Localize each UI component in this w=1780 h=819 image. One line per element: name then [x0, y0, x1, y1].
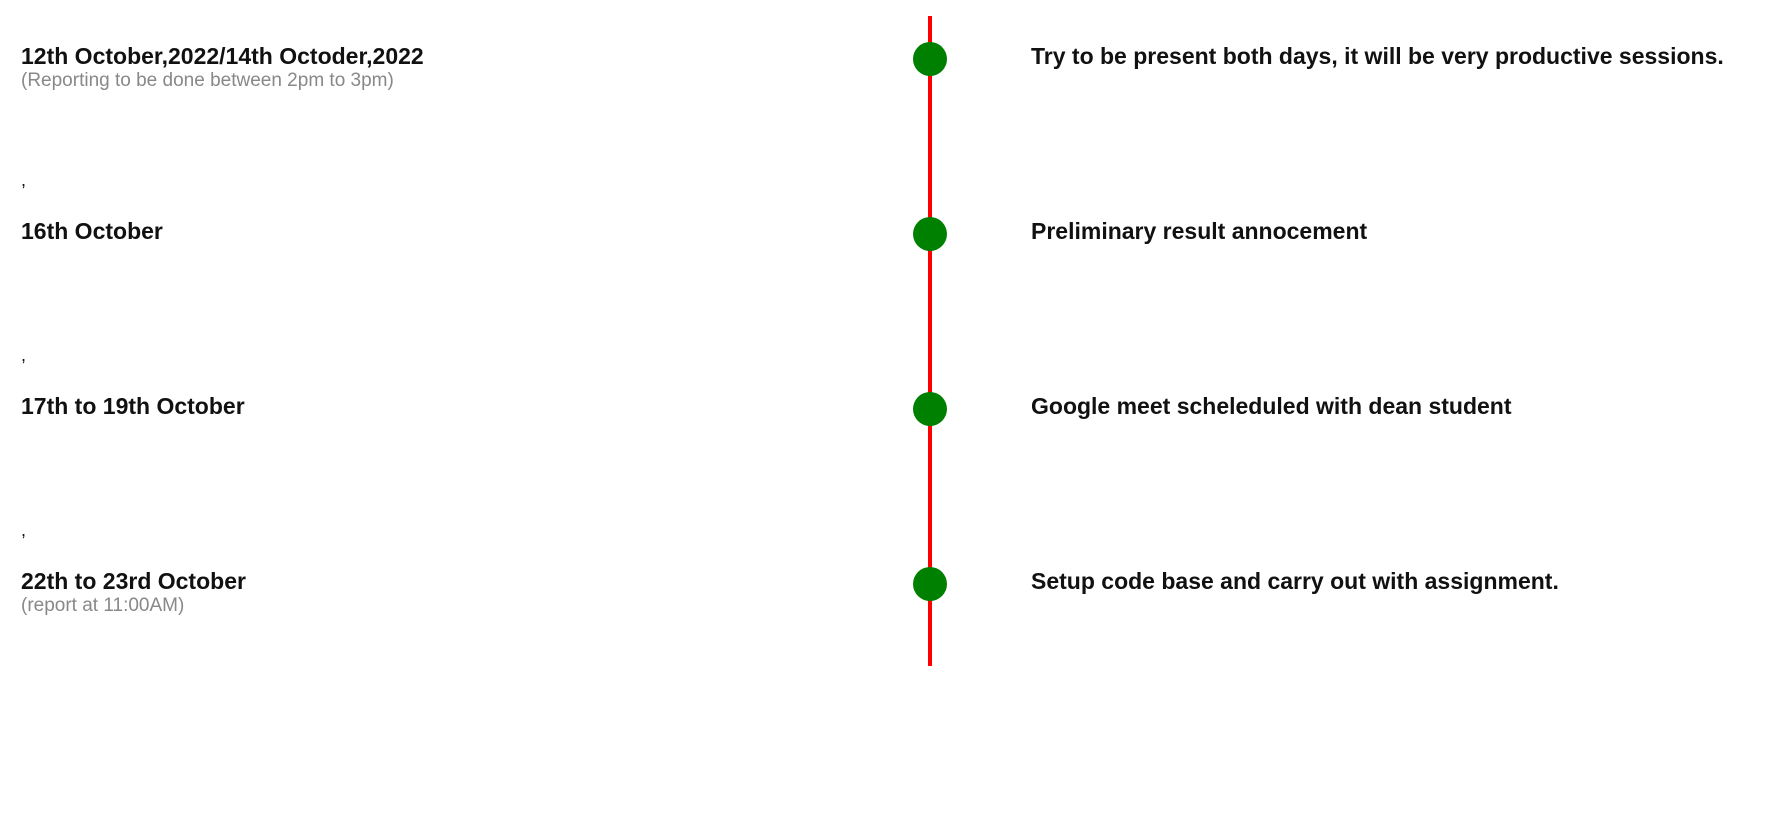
- entry-date: 12th October,2022/14th Octoder,2022: [21, 43, 424, 69]
- entry-date-block: 16th October: [21, 217, 881, 245]
- entry-date: 17th to 19th October: [21, 393, 245, 419]
- entry-separator: ,: [21, 520, 27, 540]
- entry-description: Google meet scheleduled with dean studen…: [1031, 393, 1512, 419]
- entry-date-block: 12th October,2022/14th Octoder,2022 (Rep…: [21, 42, 881, 92]
- timeline-line: [928, 16, 932, 666]
- entry-note: (Reporting to be done between 2pm to 3pm…: [21, 70, 394, 91]
- entry-separator: ,: [21, 345, 27, 365]
- timeline-entry: 17th to 19th October Google meet scheled…: [0, 392, 1780, 567]
- entry-separator: ,: [21, 170, 27, 190]
- entry-date-block: 22th to 23rd October (report at 11:00AM): [21, 567, 881, 617]
- timeline-dot: [913, 217, 947, 251]
- timeline-dot: [913, 567, 947, 601]
- entry-description: Try to be present both days, it will be …: [1031, 43, 1724, 69]
- entry-date: 22th to 23rd October: [21, 568, 246, 594]
- timeline-dot: [913, 392, 947, 426]
- timeline-entry: 16th October Preliminary result annoceme…: [0, 217, 1780, 392]
- entry-description: Setup code base and carry out with assig…: [1031, 568, 1559, 594]
- entry-note: (report at 11:00AM): [21, 595, 185, 616]
- entry-date-block: 17th to 19th October: [21, 392, 881, 420]
- timeline-dot: [913, 42, 947, 76]
- timeline-entry: 12th October,2022/14th Octoder,2022 (Rep…: [0, 42, 1780, 217]
- entry-date: 16th October: [21, 218, 163, 244]
- entry-description: Preliminary result annocement: [1031, 218, 1368, 244]
- timeline-entry: 22th to 23rd October (report at 11:00AM)…: [0, 567, 1780, 742]
